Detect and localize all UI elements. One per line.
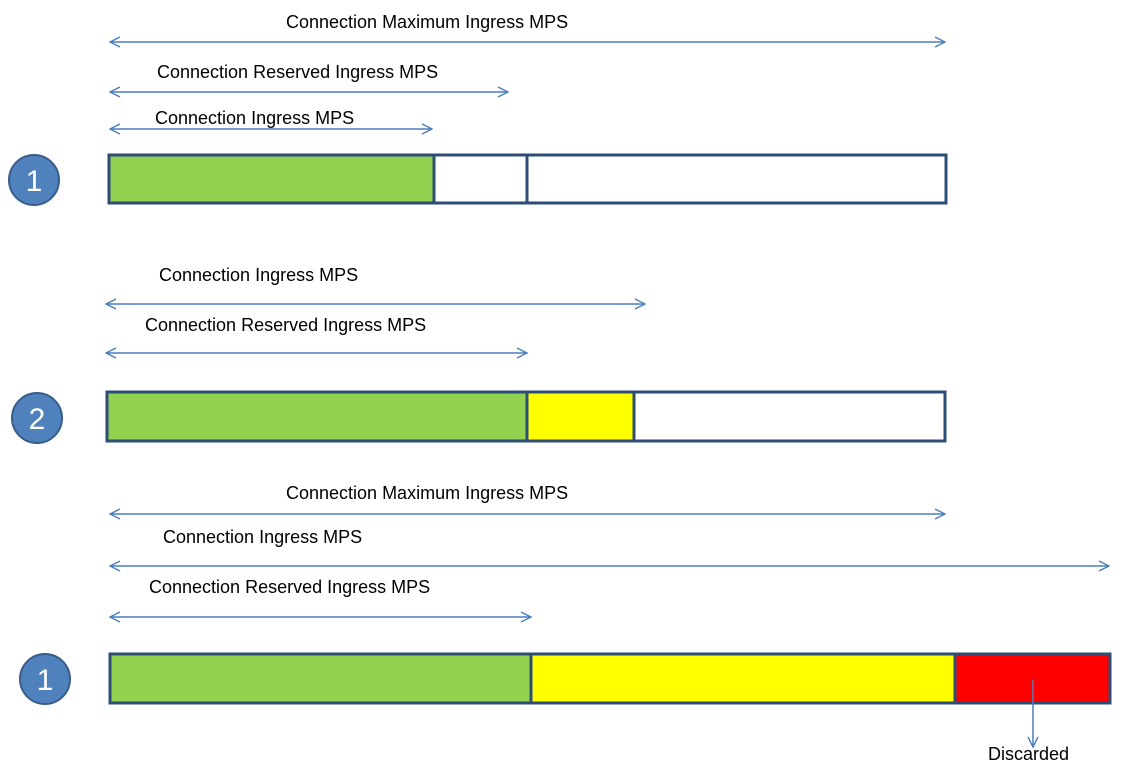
ingress-label: Connection Ingress MPS: [155, 108, 354, 128]
ingress-arrow: Connection Ingress MPS: [106, 265, 645, 304]
ingress-label: Connection Ingress MPS: [163, 527, 362, 547]
bar-border: [108, 652, 1112, 705]
rate-bar: [107, 153, 948, 205]
reserved-ingress-label: Connection Reserved Ingress MPS: [145, 315, 426, 335]
bar-segment-green: [110, 654, 531, 703]
bar-segment-green: [109, 155, 434, 203]
bar-segment-green: [107, 392, 527, 441]
scenario-1: Connection Maximum Ingress MPS Connectio…: [8, 12, 948, 206]
bar-border: [107, 153, 948, 205]
reserved-ingress-arrow: Connection Reserved Ingress MPS: [110, 62, 508, 92]
ingress-label: Connection Ingress MPS: [159, 265, 358, 285]
discard-label: Discarded: [988, 744, 1069, 764]
rate-bar: [108, 652, 1112, 705]
max-ingress-arrow: Connection Maximum Ingress MPS: [110, 483, 945, 514]
rate-bar: [105, 390, 947, 443]
scenario-2: Connection Ingress MPS Connection Reserv…: [11, 265, 947, 444]
bar-segment-white: [527, 155, 946, 203]
max-ingress-arrow: Connection Maximum Ingress MPS: [110, 12, 945, 42]
max-ingress-label: Connection Maximum Ingress MPS: [286, 12, 568, 32]
scenario-3: Connection Maximum Ingress MPS Connectio…: [19, 483, 1112, 764]
badge-circle: [19, 653, 71, 705]
ingress-arrow: Connection Ingress MPS: [110, 108, 432, 129]
bar-segment-white: [434, 155, 527, 203]
badge-circle: [11, 392, 63, 444]
reserved-ingress-label: Connection Reserved Ingress MPS: [157, 62, 438, 82]
ingress-arrow: Connection Ingress MPS: [110, 527, 1109, 566]
reserved-ingress-label: Connection Reserved Ingress MPS: [149, 577, 430, 597]
discard-arrow: Discarded: [988, 680, 1069, 764]
bar-segment-yellow: [531, 654, 955, 703]
scenario-number-badge: 1: [8, 154, 60, 206]
badge-number: 1: [37, 664, 54, 697]
badge-circle: [8, 154, 60, 206]
scenario-number-badge: 1: [19, 653, 71, 705]
bar-segment-yellow: [527, 392, 634, 441]
scenario-number-badge: 2: [11, 392, 63, 444]
max-ingress-label: Connection Maximum Ingress MPS: [286, 483, 568, 503]
reserved-ingress-arrow: Connection Reserved Ingress MPS: [110, 577, 531, 617]
badge-number: 1: [26, 165, 43, 198]
bar-border: [105, 390, 947, 443]
reserved-ingress-arrow: Connection Reserved Ingress MPS: [106, 315, 527, 353]
bar-segment-white: [634, 392, 945, 441]
badge-number: 2: [29, 403, 46, 436]
